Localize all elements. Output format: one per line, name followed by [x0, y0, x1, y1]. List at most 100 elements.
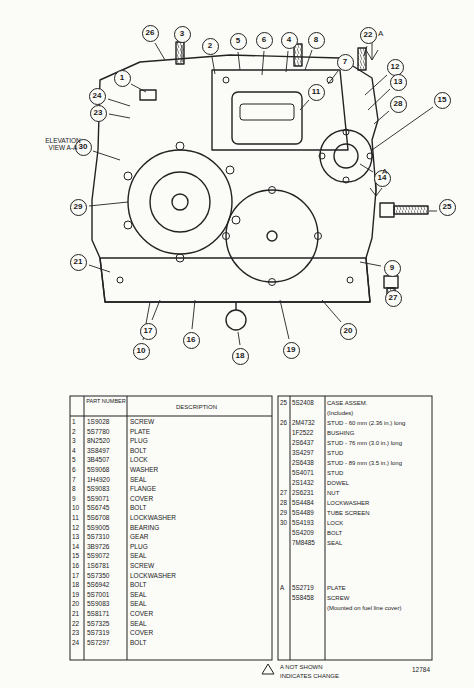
callout-number: 17 [140, 323, 157, 340]
callout-text: 30 [79, 143, 88, 151]
case-outline [92, 55, 378, 302]
callout-number: 26 [142, 25, 159, 42]
table-cell: PLATE [130, 429, 150, 436]
table-cell: 5S4193 [292, 520, 314, 527]
table-cell: 5S4071 [292, 470, 314, 477]
table-cell: 2S6438 [292, 460, 314, 467]
table-cell: 3S4297 [292, 450, 314, 457]
table-cell: 5S4489 [292, 510, 314, 517]
table-cell: 21 [72, 611, 79, 618]
table-cell: 2M4732 [292, 420, 315, 427]
table-cell: SEAL [130, 592, 147, 599]
table-cell: 5S9083 [87, 486, 109, 493]
leader-lines [89, 40, 437, 345]
callout-text: 11 [312, 88, 320, 96]
stud [176, 42, 184, 64]
callout-text: 2 [208, 42, 212, 50]
drain-plug [226, 310, 246, 330]
gear-bore [226, 190, 318, 282]
callout-text: 8 [314, 36, 318, 44]
table-cell: 1S6781 [87, 563, 109, 570]
table-cell: 5S2719 [292, 585, 314, 592]
table-cell: BEARING [130, 525, 159, 532]
callout-number: 2 [202, 38, 219, 55]
table-cell: COVER [130, 611, 153, 618]
table-cell: CASE ASSEM. [327, 400, 367, 406]
callout-text: 19 [287, 346, 296, 354]
table-cell: TUBE SCREEN [327, 510, 370, 516]
table-cell: 11 [72, 515, 79, 522]
callout-text: 1 [120, 74, 124, 82]
table-cell: 18 [72, 582, 79, 589]
table-cell: PART NUMBER [86, 399, 126, 405]
table-cell: COVER [130, 496, 153, 503]
table-cell: FLANGE [130, 486, 156, 493]
callout-number: 28 [390, 96, 407, 113]
table-cell: 7 [72, 477, 76, 484]
table-cell: STUD - 60 mm (2.36 in.) long [327, 420, 405, 426]
callout-number: 13 [390, 74, 407, 91]
callout-number: 15 [434, 92, 451, 109]
footnote: INDICATES CHANGE [280, 673, 339, 679]
callout-text: 24 [93, 92, 102, 100]
table-cell: 8N2520 [87, 438, 110, 445]
callout-number: 10 [133, 343, 150, 360]
table-cell: LOCKWASHER [130, 573, 176, 580]
table-cell: A [280, 585, 284, 592]
callout-number: 20 [340, 323, 357, 340]
callout-number: 1 [114, 70, 131, 87]
table-cell: 5S4484 [292, 500, 314, 507]
callout-number: 8 [308, 32, 325, 49]
table-cell: 29 [280, 510, 287, 517]
table-cell: 26 [280, 420, 287, 427]
table-cell: SEAL [130, 621, 147, 628]
table-cell: DESCRIPTION [176, 404, 217, 410]
table-cell: SEAL [130, 553, 147, 560]
callout-text: 28 [394, 100, 403, 108]
table-cell: (Mounted on fuel line cover) [327, 605, 401, 611]
callout-number: 3 [174, 26, 191, 43]
table-cell: 15 [72, 553, 79, 560]
table-cell: 28 [280, 500, 287, 507]
stud [294, 44, 302, 66]
table-cell: 5S6745 [87, 505, 109, 512]
callout-text: 15 [438, 96, 447, 104]
table-cell: 2S6437 [292, 440, 314, 447]
table-cell: DOWEL [327, 480, 349, 486]
table-cell: NUT [327, 490, 339, 496]
callout-text: 20 [344, 327, 353, 335]
callout-text: 23 [94, 109, 103, 117]
table-cell: PLUG [130, 544, 148, 551]
table-cell: PLUG [130, 438, 148, 445]
table-cell: 3B4507 [87, 457, 109, 464]
table-cell: 5S8171 [87, 611, 109, 618]
table-cell: SCREW [130, 563, 154, 570]
callout-text: 9 [390, 264, 394, 272]
table-cell: 6 [72, 467, 76, 474]
callout-text: 5 [236, 37, 240, 45]
table-cell: WASHER [130, 467, 158, 474]
table-cell: BOLT [130, 640, 147, 647]
footnote: 12784 [412, 667, 430, 674]
table-cell: 2 [72, 429, 76, 436]
table-cell: SEAL [130, 601, 147, 608]
table-cell: LOCK [130, 457, 148, 464]
table-cell: 5S7350 [87, 573, 109, 580]
callout-text: 21 [74, 258, 83, 266]
table-cell: STUD [327, 450, 343, 456]
table-cell: 30 [280, 520, 287, 527]
table-cell: 5S7001 [87, 592, 109, 599]
callout-number: 16 [183, 332, 200, 349]
table-cell: 2S1432 [292, 480, 314, 487]
table-cell: 5S7780 [87, 429, 109, 436]
callout-number: 11 [308, 84, 325, 101]
view-label: ELEVATION VIEW A-A [38, 138, 88, 152]
callout-number: 4 [281, 32, 298, 49]
callout-number: 25 [439, 199, 456, 216]
table-cell: PLATE [327, 585, 346, 591]
view-label: A [382, 168, 387, 176]
table-cell: BOLT [130, 505, 147, 512]
stud [358, 48, 366, 70]
table-cell: LOCKWASHER [327, 500, 369, 506]
callout-text: 16 [187, 336, 196, 344]
